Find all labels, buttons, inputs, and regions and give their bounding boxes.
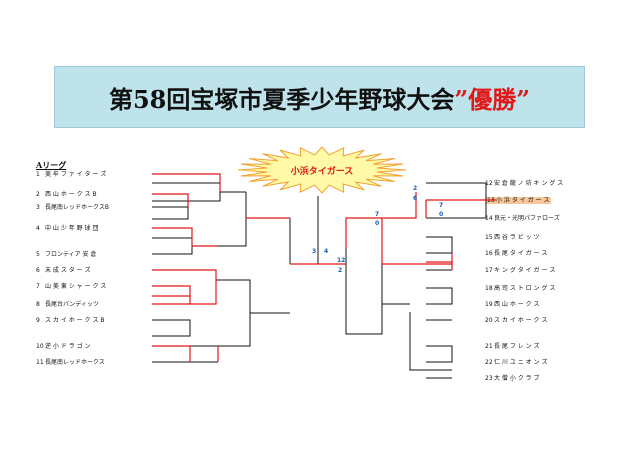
team-name: 小 浜 タ イ ガ ー ス [496, 197, 550, 204]
team-name: 逆 小 ド ラ ゴ ン [45, 343, 91, 350]
score: 7 [375, 211, 380, 218]
team-entry: 21長 尾 フ レ ン ズ [485, 343, 540, 350]
team-entry: 1 美 牟 フ ァ イ タ ー ズ [36, 171, 106, 178]
team-name: ス カ イ ホ ー ク ス B [45, 317, 105, 324]
team-entry: 8 長尾台バンディッツ [36, 301, 99, 308]
team-number: 16 [485, 250, 493, 257]
team-number: 17 [485, 267, 493, 274]
team-entry: 18高 司 ス ト ロ ン グ ス [485, 285, 555, 292]
team-entry: 7 山 美 東 シ ャ ー ク ス [36, 283, 106, 290]
team-number: 8 [36, 301, 40, 308]
score: 4 [324, 248, 329, 255]
team-number: 18 [485, 285, 493, 292]
team-name: 山 美 東 シ ャ ー ク ス [45, 283, 107, 290]
team-entry: 15西 谷 ラ ビ ッ ツ [485, 234, 540, 241]
team-entry: 3 長尾南レッドホークスB [36, 204, 109, 211]
team-entry: 11長尾南レッドホークス [36, 359, 105, 366]
team-name: 西 山 ホ ー ク ス [494, 301, 540, 308]
team-name: ス カ イ ホ ー ク ス [494, 317, 548, 324]
team-entry: 16長 尾 タ イ ガ ー ス [485, 250, 547, 257]
team-entry: 17キ ン グ タ イ ガ ー ス [485, 267, 555, 274]
team-name: 西 山 ホ ー ク ス B [45, 191, 97, 198]
champion-name: 小浜タイガース [290, 165, 354, 177]
team-entry: 9 ス カ イ ホ ー ク ス B [36, 317, 104, 324]
team-number: 2 [36, 191, 40, 198]
team-name: 長 尾 タ イ ガ ー ス [494, 250, 548, 257]
team-entry: 14良元・光明パファローズ [485, 215, 560, 222]
team-number: 15 [485, 234, 493, 241]
team-name: 末 成 ス タ ー ズ [45, 267, 91, 274]
team-number: 19 [485, 301, 493, 308]
score: 2 [413, 185, 418, 192]
team-name: 長尾台バンディッツ [45, 301, 99, 308]
team-name: 高 司 ス ト ロ ン グ ス [494, 285, 556, 292]
team-number: 7 [36, 283, 40, 290]
team-entry: 2 西 山 ホ ー ク ス B [36, 191, 97, 198]
team-entry: 12安 倉 龍 ノ 坊 キ ン グ ス [485, 180, 563, 187]
team-entry: 5 フロンティア 安 倉 [36, 251, 96, 258]
score: 12 [337, 257, 346, 264]
team-entry: 19西 山 ホ ー ク ス [485, 301, 540, 308]
title-banner: 第58回宝塚市夏季少年野球大会”優勝” [54, 66, 585, 128]
team-number: 10 [36, 343, 44, 350]
score: 7 [439, 202, 444, 209]
team-name: 良元・光明パファローズ [494, 215, 560, 222]
score: 6 [413, 195, 418, 202]
team-name: 美 牟 フ ァ イ タ ー ズ [45, 171, 107, 178]
team-number: 9 [36, 317, 40, 324]
team-number: 12 [485, 180, 493, 187]
team-name: 仁 川 ユ ニ オ ン ズ [494, 359, 548, 366]
team-number: 21 [485, 343, 493, 350]
team-number: 6 [36, 267, 40, 274]
score: 0 [375, 220, 380, 227]
score: 2 [338, 267, 343, 274]
team-number: 4 [36, 225, 40, 232]
team-entry: 23大 僧 小 ク ラ ブ [485, 375, 540, 382]
team-number: 20 [485, 317, 493, 324]
team-name: 中 山 少 年 野 球 団 [45, 225, 99, 232]
team-number: 5 [36, 251, 40, 258]
team-number: 14 [485, 215, 493, 222]
team-entry: 4 中 山 少 年 野 球 団 [36, 225, 98, 232]
team-number: 22 [485, 359, 493, 366]
team-number: 3 [36, 204, 40, 211]
team-entry: 6 末 成 ス タ ー ズ [36, 267, 91, 274]
team-entry: 20ス カ イ ホ ー ク ス [485, 317, 547, 324]
league-label: Aリーグ [36, 160, 67, 170]
team-name: 長 尾 フ レ ン ズ [494, 343, 540, 350]
score: 0 [439, 211, 444, 218]
team-number: 1 [36, 171, 40, 178]
team-name: 西 谷 ラ ビ ッ ツ [494, 234, 540, 241]
page-title: 第58回宝塚市夏季少年野球大会”優勝” [108, 84, 530, 114]
team-name: キ ン グ タ イ ガ ー ス [494, 267, 556, 274]
team-name: 安 倉 龍 ノ 坊 キ ン グ ス [494, 180, 564, 187]
title-win: ”優勝” [454, 84, 530, 114]
team-name: フロンティア 安 倉 [45, 251, 97, 258]
team-name: 大 僧 小 ク ラ ブ [494, 375, 540, 382]
team-number: 11 [36, 359, 44, 366]
team-entry: 22仁 川 ユ ニ オ ン ズ [485, 359, 547, 366]
team-entry: 10逆 小 ド ラ ゴ ン [36, 343, 91, 350]
team-name: 長尾南レッドホークス [45, 359, 105, 366]
team-number: 23 [485, 375, 493, 382]
score: 3 [312, 248, 317, 255]
champion-burst-icon: 小浜タイガース [237, 146, 407, 194]
team-name: 長尾南レッドホークスB [45, 204, 109, 211]
